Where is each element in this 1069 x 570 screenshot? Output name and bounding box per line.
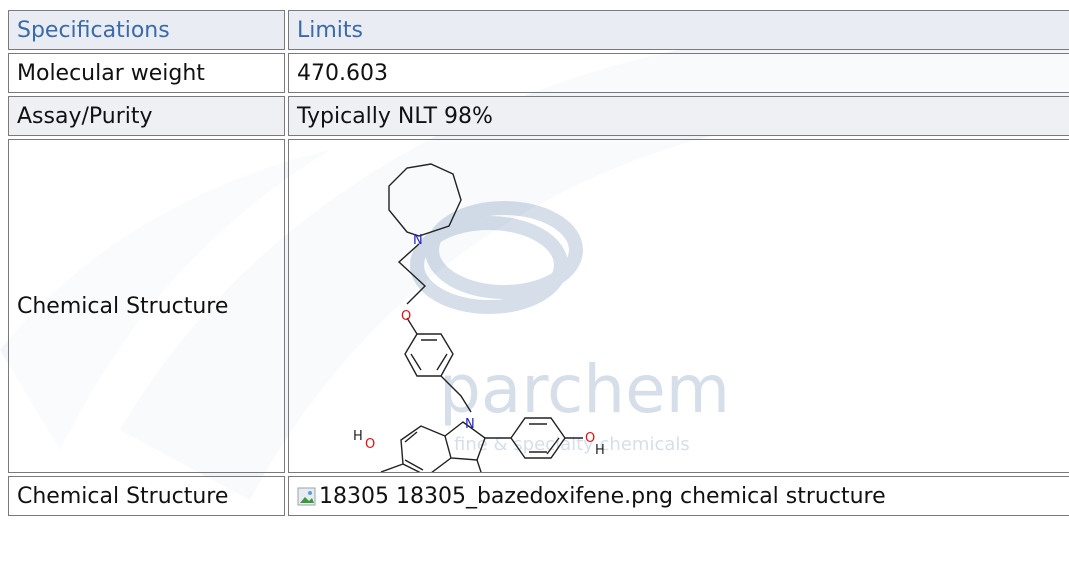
chemical-structure-image: parchem fine & specialty chemicals — [353, 163, 730, 472]
atom-n-indole: N — [465, 417, 475, 432]
broken-image-icon — [297, 487, 317, 507]
row-label: Chemical Structure — [8, 139, 285, 473]
row-value: 470.603 — [288, 53, 1069, 93]
row-label: Molecular weight — [8, 53, 285, 93]
table-row-assay-purity: Assay/Purity Typically NLT 98% — [8, 96, 1069, 136]
atom-o-hydroxyl: O — [365, 437, 375, 452]
table-row-molecular-weight: Molecular weight 470.603 — [8, 53, 1069, 93]
header-specifications: Specifications — [8, 10, 285, 50]
image-alt-text: 18305 18305_bazedoxifene.png chemical st… — [319, 483, 886, 509]
table-row-chemical-structure-image: Chemical Structure 18305 18305_bazedoxif… — [8, 476, 1069, 516]
watermark-tagline: fine & specialty chemicals — [454, 434, 690, 455]
structure-cell: parchem fine & specialty chemicals — [288, 139, 1069, 473]
watermark-brand: parchem — [439, 351, 730, 428]
atom-o-phenol: O — [585, 431, 595, 446]
molecule-atoms: N O N O H H O — [353, 233, 605, 458]
row-value-image: 18305 18305_bazedoxifene.png chemical st… — [288, 476, 1069, 516]
parchem-watermark: parchem fine & specialty chemicals — [410, 201, 730, 455]
table-header-row: Specifications Limits — [8, 10, 1069, 50]
row-label: Assay/Purity — [8, 96, 285, 136]
row-value: Typically NLT 98% — [288, 96, 1069, 136]
header-limits: Limits — [288, 10, 1069, 50]
atom-n-azepane: N — [413, 233, 423, 248]
row-label: Chemical Structure — [8, 476, 285, 516]
atom-o-ether: O — [401, 309, 411, 324]
molecule-bonds — [380, 163, 583, 472]
specifications-table: Specifications Limits Molecular weight 4… — [5, 7, 1069, 519]
atom-h-hydroxyl: H — [353, 429, 363, 444]
table-row-chemical-structure: Chemical Structure parchem fine & specia… — [8, 139, 1069, 473]
atom-h-phenol: H — [595, 443, 605, 458]
